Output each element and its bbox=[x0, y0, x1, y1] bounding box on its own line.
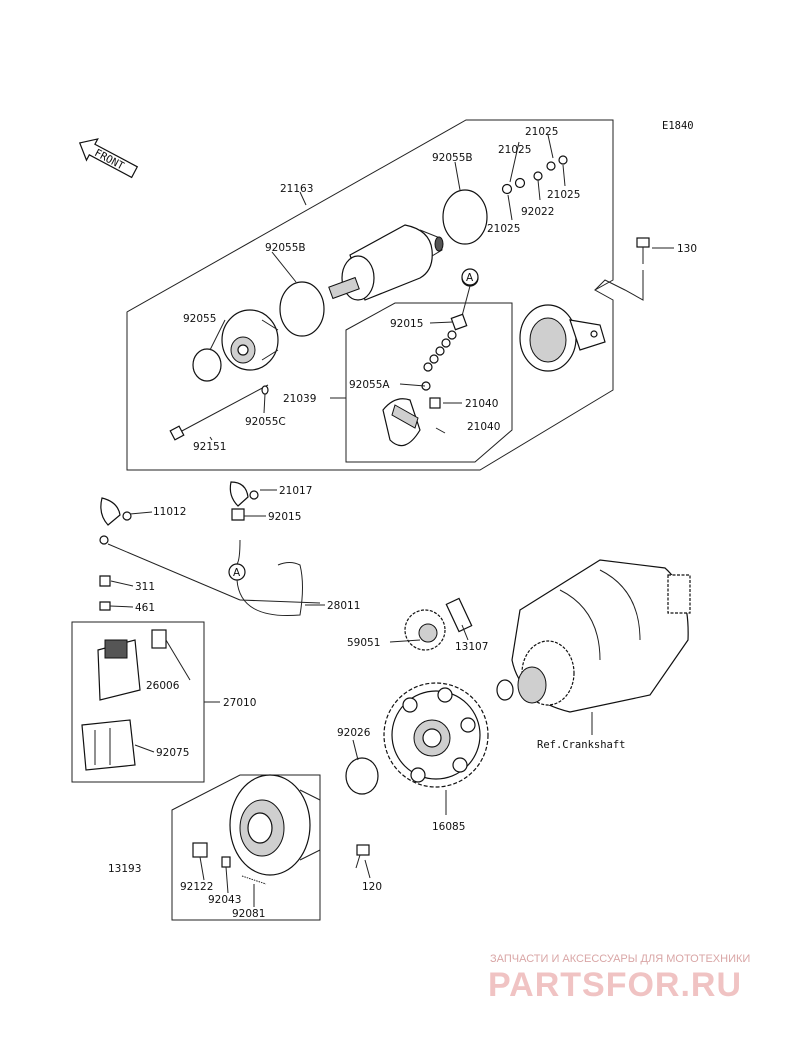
label-11012: 11012 bbox=[153, 506, 186, 518]
part-labels: 21163 92055B 92055B 21025 21025 21025 21… bbox=[108, 126, 697, 920]
bolt-120 bbox=[355, 844, 370, 869]
crankshaft bbox=[496, 559, 691, 713]
label-92122: 92122 bbox=[180, 881, 213, 893]
label-120: 120 bbox=[362, 881, 382, 893]
washer-stack bbox=[501, 155, 568, 195]
bolt-130-leader bbox=[594, 270, 644, 301]
label-92015-bottom: 92015 bbox=[268, 511, 301, 523]
label-21025-a: 21025 bbox=[525, 126, 558, 138]
bolt-130 bbox=[636, 237, 650, 264]
front-direction-arrow: FRONT bbox=[78, 138, 139, 179]
diagram-code: E1840 bbox=[662, 120, 694, 132]
front-label: FRONT bbox=[92, 147, 126, 173]
watermark-top-text: ЗАПЧАСТИ И АКСЕССУАРЫ ДЛЯ МОТОТЕХНИКИ bbox=[490, 953, 750, 965]
plunger-92043 bbox=[221, 856, 231, 868]
label-ref-crankshaft: Ref.Crankshaft bbox=[537, 739, 626, 751]
label-27010: 27010 bbox=[223, 697, 256, 709]
label-461: 461 bbox=[135, 602, 155, 614]
label-16085: 16085 bbox=[432, 821, 465, 833]
label-13193: 13193 bbox=[108, 863, 141, 875]
label-92055b-left: 92055B bbox=[265, 242, 306, 254]
o-ring-92055b-right bbox=[442, 189, 488, 245]
label-21017: 21017 bbox=[279, 485, 312, 497]
starter-motor-body bbox=[328, 224, 444, 301]
watermark-logo: PARTSFOR.RU bbox=[488, 966, 742, 1004]
label-92022: 92022 bbox=[521, 206, 554, 218]
label-21025-d: 21025 bbox=[487, 223, 520, 235]
label-92055: 92055 bbox=[183, 313, 216, 325]
label-13107: 13107 bbox=[455, 641, 488, 653]
starter-assembly-frame bbox=[126, 119, 614, 471]
starter-clutch-housing bbox=[229, 774, 321, 876]
label-92026: 92026 bbox=[337, 727, 371, 739]
spring-92081 bbox=[241, 875, 267, 885]
label-21040-a: 21040 bbox=[465, 398, 498, 410]
shaft-13107 bbox=[445, 597, 473, 633]
label-28011: 28011 bbox=[327, 600, 360, 612]
callout-a-bottom-text: A bbox=[233, 567, 241, 579]
front-end-cover bbox=[519, 304, 606, 372]
o-ring-92055 bbox=[192, 348, 222, 382]
rear-end-cover bbox=[221, 309, 279, 371]
label-92081: 92081 bbox=[232, 908, 265, 920]
label-311: 311 bbox=[135, 581, 155, 593]
label-92043: 92043 bbox=[208, 894, 241, 906]
roller-92122 bbox=[192, 842, 208, 858]
label-59051: 59051 bbox=[347, 637, 380, 649]
label-92055a: 92055A bbox=[349, 379, 390, 391]
label-21025-c: 21025 bbox=[547, 189, 580, 201]
o-ring-92026 bbox=[345, 757, 379, 795]
leader-lines bbox=[109, 134, 674, 907]
watermark: ЗАПЧАСТИ И АКСЕССУАРЫ ДЛЯ МОТОТЕХНИКИ PA… bbox=[488, 953, 750, 1004]
through-bolt bbox=[169, 384, 269, 441]
o-ring-92055b-left bbox=[279, 281, 325, 337]
label-21040-b: 21040 bbox=[467, 421, 500, 433]
label-21163: 21163 bbox=[280, 183, 313, 195]
callout-a-top bbox=[461, 268, 479, 286]
callout-a-top-text: A bbox=[466, 272, 474, 284]
brush-holder-frame bbox=[345, 302, 513, 463]
label-26006: 26006 bbox=[146, 680, 180, 692]
idle-gear bbox=[404, 609, 446, 651]
label-92055c: 92055C bbox=[245, 416, 286, 428]
label-130: 130 bbox=[677, 243, 697, 255]
label-92015-top: 92015 bbox=[390, 318, 423, 330]
starter-cables bbox=[99, 481, 321, 617]
label-21039: 21039 bbox=[283, 393, 316, 405]
label-92055b-right: 92055B bbox=[432, 152, 473, 164]
starter-clutch-gear bbox=[383, 682, 489, 788]
brush-holder bbox=[382, 269, 479, 447]
label-92151: 92151 bbox=[193, 441, 226, 453]
label-21025-b: 21025 bbox=[498, 144, 531, 156]
starter-relay bbox=[81, 629, 167, 771]
label-92075: 92075 bbox=[156, 747, 189, 759]
starter-clutch-frame bbox=[171, 774, 321, 921]
